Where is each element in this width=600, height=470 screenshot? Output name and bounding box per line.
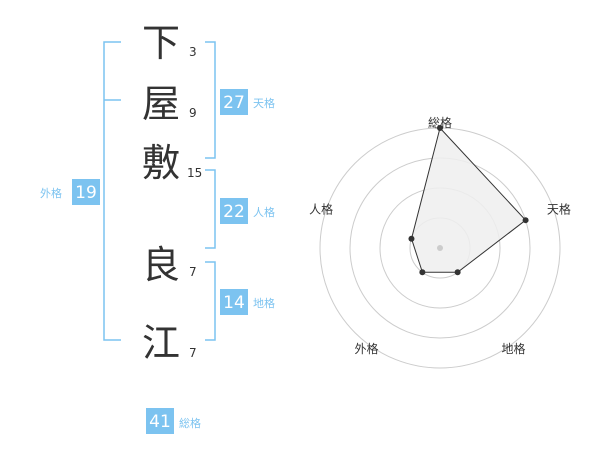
radar-axis-label-2: 天格 xyxy=(547,201,571,216)
chikaku-bracket xyxy=(205,261,216,341)
bracket-lines xyxy=(103,41,216,341)
soukaku-value: 41 xyxy=(149,412,171,432)
radar-axis-label-3: 地格 xyxy=(501,341,525,356)
stroke-count-3: 15 xyxy=(187,166,202,180)
jinkaku-bracket xyxy=(205,169,216,249)
name-char-4: 良 xyxy=(142,243,180,287)
tenkaku-bracket xyxy=(205,41,216,159)
radar-point-5 xyxy=(408,235,415,242)
tenkaku-label: 天格 xyxy=(253,96,275,110)
radar-points xyxy=(408,125,529,276)
radar-point-4 xyxy=(419,269,426,276)
name-char-2: 屋 xyxy=(142,82,180,126)
radar-point-1 xyxy=(437,125,443,131)
gaikaku-label: 外格 xyxy=(40,186,62,200)
soukaku-badge: 41 総格 xyxy=(146,408,201,434)
stroke-count-5: 7 xyxy=(189,346,197,360)
jinkaku-badge: 22 人格 xyxy=(220,198,275,224)
radar-point-3 xyxy=(454,269,461,276)
gaikaku-value: 19 xyxy=(75,183,97,203)
stroke-count-4: 7 xyxy=(189,265,197,279)
stroke-count-1: 3 xyxy=(189,45,197,59)
chikaku-value: 14 xyxy=(223,293,245,313)
name-char-5: 江 xyxy=(142,321,180,365)
jinkaku-value: 22 xyxy=(223,202,245,222)
radar-axis-label-5: 人格 xyxy=(309,201,333,216)
name-char-3: 敷 xyxy=(142,141,180,185)
name-char-1: 下 xyxy=(142,21,180,65)
chikaku-label: 地格 xyxy=(253,296,275,310)
jinkaku-label: 人格 xyxy=(253,205,275,219)
name-column: 下 3 屋 9 敷 15 良 7 江 7 xyxy=(142,21,202,365)
radar-center-point xyxy=(437,245,443,251)
tenkaku-value: 27 xyxy=(223,93,245,113)
radar-axis-label-1: 総格 xyxy=(428,115,452,130)
stroke-count-2: 9 xyxy=(189,106,197,120)
soukaku-label: 総格 xyxy=(179,416,201,430)
radar-axis-label-4: 外格 xyxy=(355,341,379,356)
tenkaku-badge: 27 天格 xyxy=(220,89,275,115)
radar-point-2 xyxy=(522,217,529,224)
chikaku-badge: 14 地格 xyxy=(220,289,275,315)
gaikaku-bracket xyxy=(103,41,121,341)
gaikaku-badge: 19 外格 xyxy=(40,179,100,205)
radar-area xyxy=(410,126,527,273)
